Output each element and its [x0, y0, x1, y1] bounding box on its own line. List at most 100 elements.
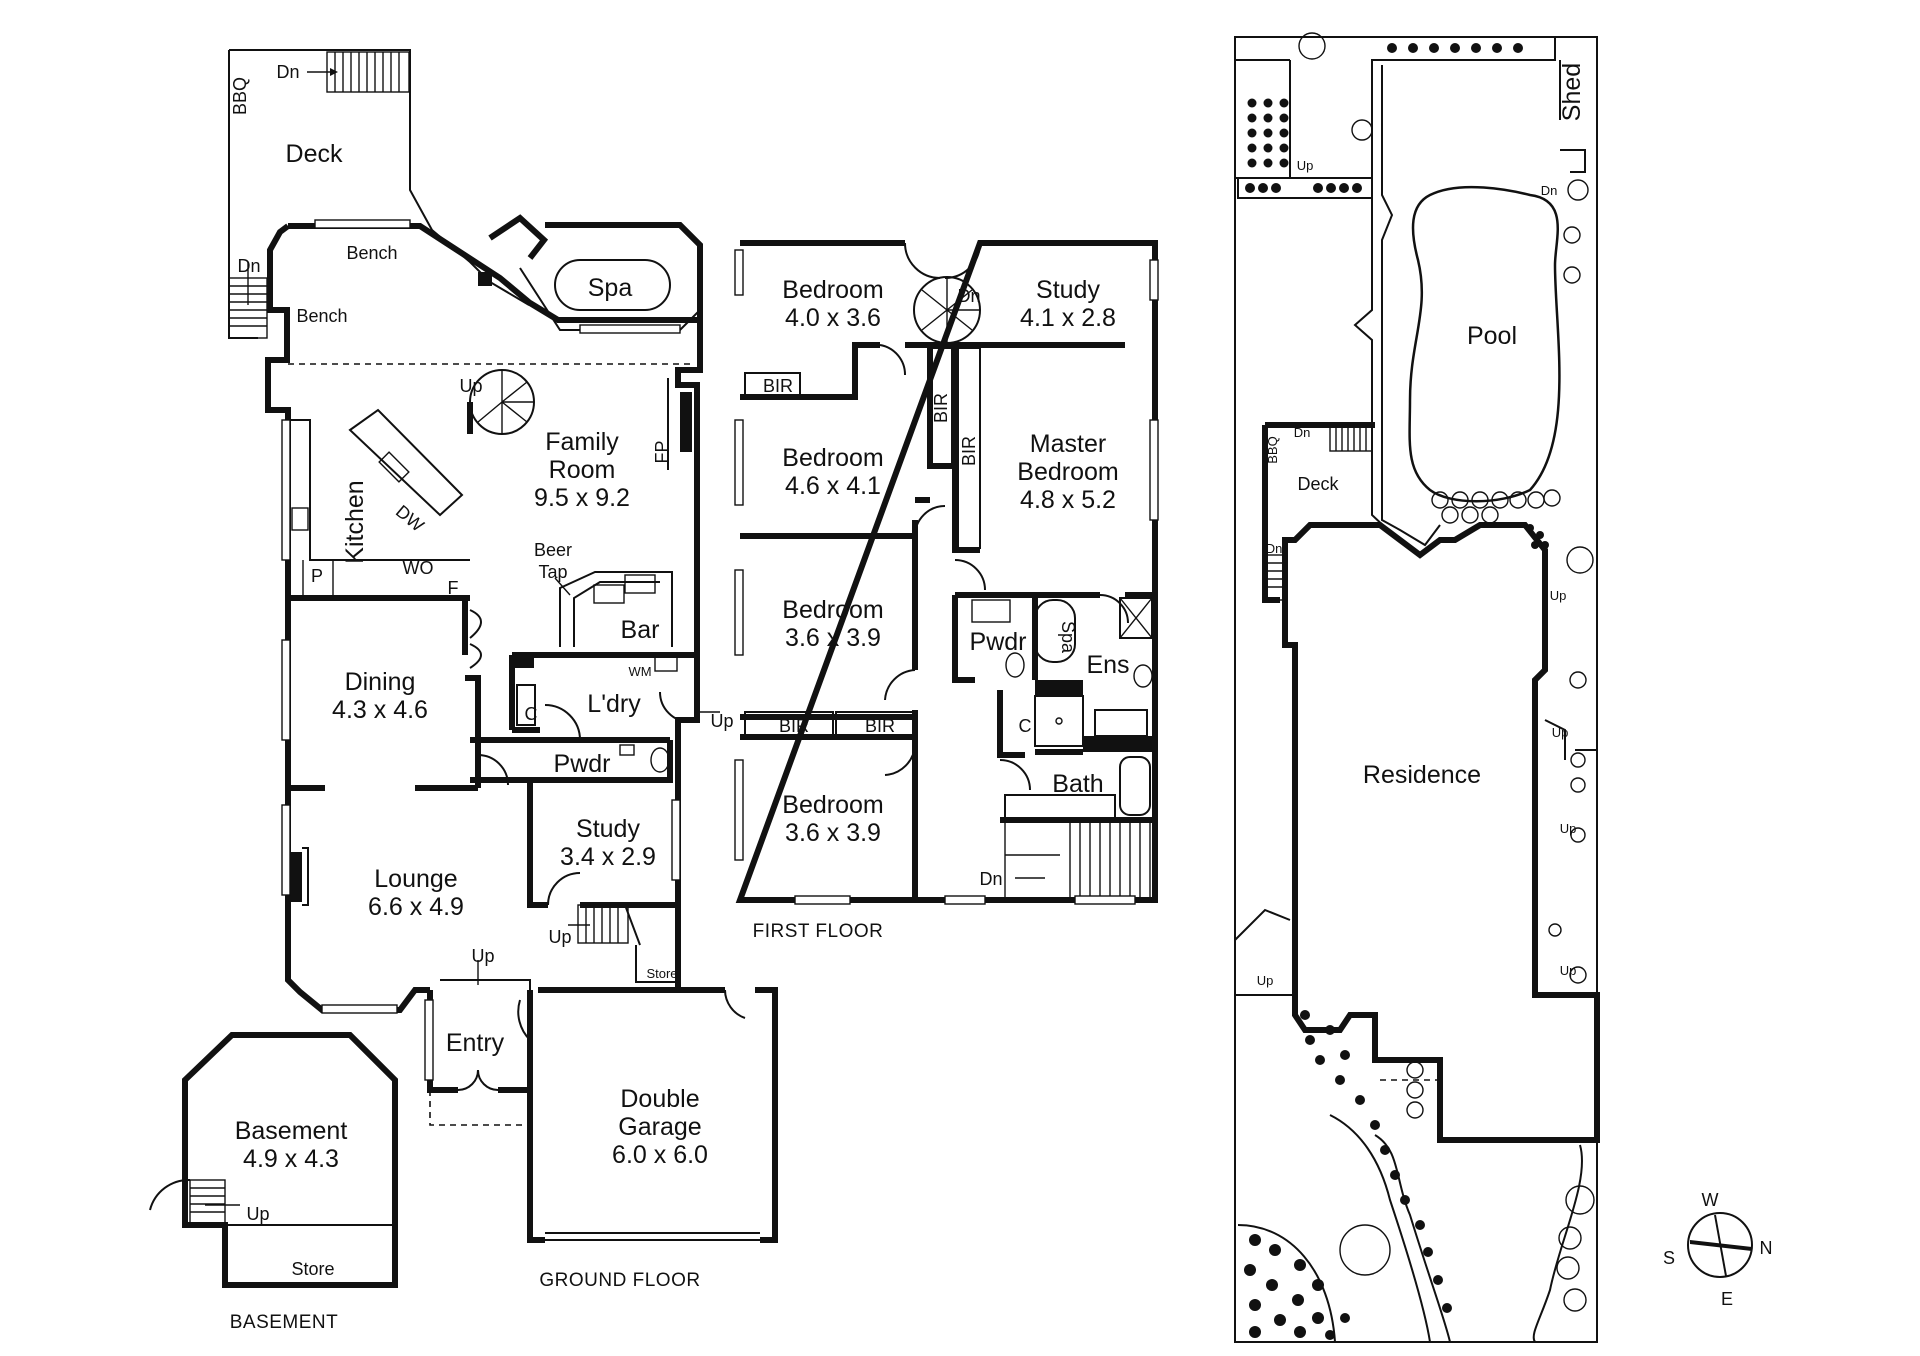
basement-label: Basement: [235, 1117, 348, 1145]
bar: [559, 571, 673, 647]
door-swing: [884, 669, 916, 701]
family-room-label: Family: [545, 428, 619, 456]
pantry: [302, 560, 334, 595]
bed1-dims: 4.0 x 3.6: [785, 304, 881, 332]
bar-label: Bar: [621, 616, 660, 644]
compass-axis: [1714, 1214, 1727, 1277]
window: [424, 999, 434, 1081]
shower: [1034, 695, 1084, 747]
entry-door: [457, 1069, 499, 1091]
beer-tap-pointer: [554, 577, 571, 596]
toilet: [1133, 664, 1153, 688]
bench-label: Bench: [296, 306, 347, 326]
dn-label: Dn: [1294, 425, 1311, 440]
dn-label: Dn: [979, 869, 1002, 889]
ground-floor: [228, 49, 778, 1243]
bir-cupboard: [744, 711, 834, 738]
study-stairs: [568, 904, 641, 946]
bir-label: BIR: [959, 436, 979, 466]
store-label: Store: [291, 1259, 334, 1279]
side-entry: [1234, 908, 1295, 996]
post: [1083, 736, 1155, 752]
site-plan: [1234, 32, 1600, 1343]
trees: [1298, 32, 1595, 1312]
hearth: [302, 847, 309, 906]
bir-label: BIR: [931, 393, 951, 423]
basement-stairs: [149, 1178, 240, 1226]
bed1-label: Bedroom: [782, 276, 883, 304]
window: [1149, 419, 1159, 521]
pool-label: Pool: [1467, 322, 1517, 350]
spa-bath: [1034, 599, 1076, 663]
study-dims: 4.1 x 2.8: [1020, 304, 1116, 332]
ensuite-label: Ens: [1086, 651, 1129, 679]
bir-label: BIR: [779, 716, 809, 736]
cooktop: [291, 507, 309, 531]
window: [1149, 259, 1159, 301]
labels: GROUND FLOOR Deck BBQ Dn Dn Bench Bench …: [230, 62, 1773, 1333]
garden-bed: [1237, 1224, 1336, 1343]
store-wall: [635, 945, 678, 983]
compass-s: S: [1663, 1248, 1675, 1268]
c-wall: [997, 690, 1025, 758]
shrubs: [1244, 43, 1523, 1340]
door-swing: [1099, 594, 1129, 624]
door-swing: [477, 754, 509, 786]
dn-label: Dn: [1266, 541, 1283, 556]
pillar: [478, 272, 492, 286]
rear-deck-stairs: [1329, 424, 1373, 452]
basement-dims: 4.9 x 4.3: [243, 1145, 339, 1173]
up-label: Up: [471, 946, 494, 966]
dining-dims: 4.3 x 4.6: [332, 696, 428, 724]
bir-label: BIR: [865, 716, 895, 736]
bath-label: Bath: [1052, 770, 1103, 798]
kitchen-bench: [288, 419, 470, 561]
garage-dims: 6.0 x 6.0: [612, 1141, 708, 1169]
deck-label: Deck: [1297, 474, 1339, 494]
cupboard-label: C: [525, 704, 538, 724]
garden-path: [1374, 1134, 1451, 1343]
bir-cupboard: [744, 372, 801, 398]
family-room-label: Room: [549, 456, 616, 484]
door-swing: [724, 989, 746, 1019]
garden-edge: [1353, 70, 1389, 531]
site-boundary: [1234, 36, 1598, 1343]
compass-ring: [1687, 1212, 1753, 1278]
door-swing: [659, 691, 691, 723]
laundry-wall: [509, 655, 540, 733]
pool: [1408, 185, 1561, 503]
window: [281, 639, 291, 741]
bed2-label: Bedroom: [782, 444, 883, 472]
garden-beds: [1235, 37, 1556, 179]
fridge-label: F: [448, 578, 459, 598]
first-floor-caption: FIRST FLOOR: [753, 921, 884, 942]
bed2-dims: 4.6 x 4.1: [785, 472, 881, 500]
bir-wall: [927, 345, 955, 469]
up-label: Up: [548, 927, 571, 947]
study-dims: 3.4 x 2.9: [560, 843, 656, 871]
shower-x: [1119, 597, 1153, 639]
study-label: Study: [1036, 276, 1100, 304]
powder-label: Pwdr: [970, 628, 1027, 656]
window: [281, 804, 291, 896]
spa-label: Spa: [1058, 621, 1078, 654]
fireplace: [680, 392, 692, 452]
up-label: Up: [1560, 963, 1577, 978]
bir-cupboard: [835, 711, 915, 738]
compass-n: N: [1760, 1238, 1773, 1258]
bench-label: Bench: [346, 243, 397, 263]
deck-stairs-top: [307, 51, 410, 93]
shed-label: Shed: [1558, 63, 1586, 121]
entry-porch: [440, 979, 531, 990]
garage-label: Garage: [618, 1113, 701, 1141]
window: [944, 895, 986, 905]
window: [281, 419, 291, 561]
pwdr-wall: [952, 595, 975, 683]
compass-w: W: [1702, 1190, 1719, 1210]
entry-label: Entry: [446, 1029, 505, 1057]
basement-wall: [182, 1032, 398, 1288]
lounge-dims: 6.6 x 4.9: [368, 893, 464, 921]
bed3-label: Bedroom: [782, 596, 883, 624]
bed1-wall: [740, 342, 880, 400]
up-label: Up: [246, 1204, 269, 1224]
